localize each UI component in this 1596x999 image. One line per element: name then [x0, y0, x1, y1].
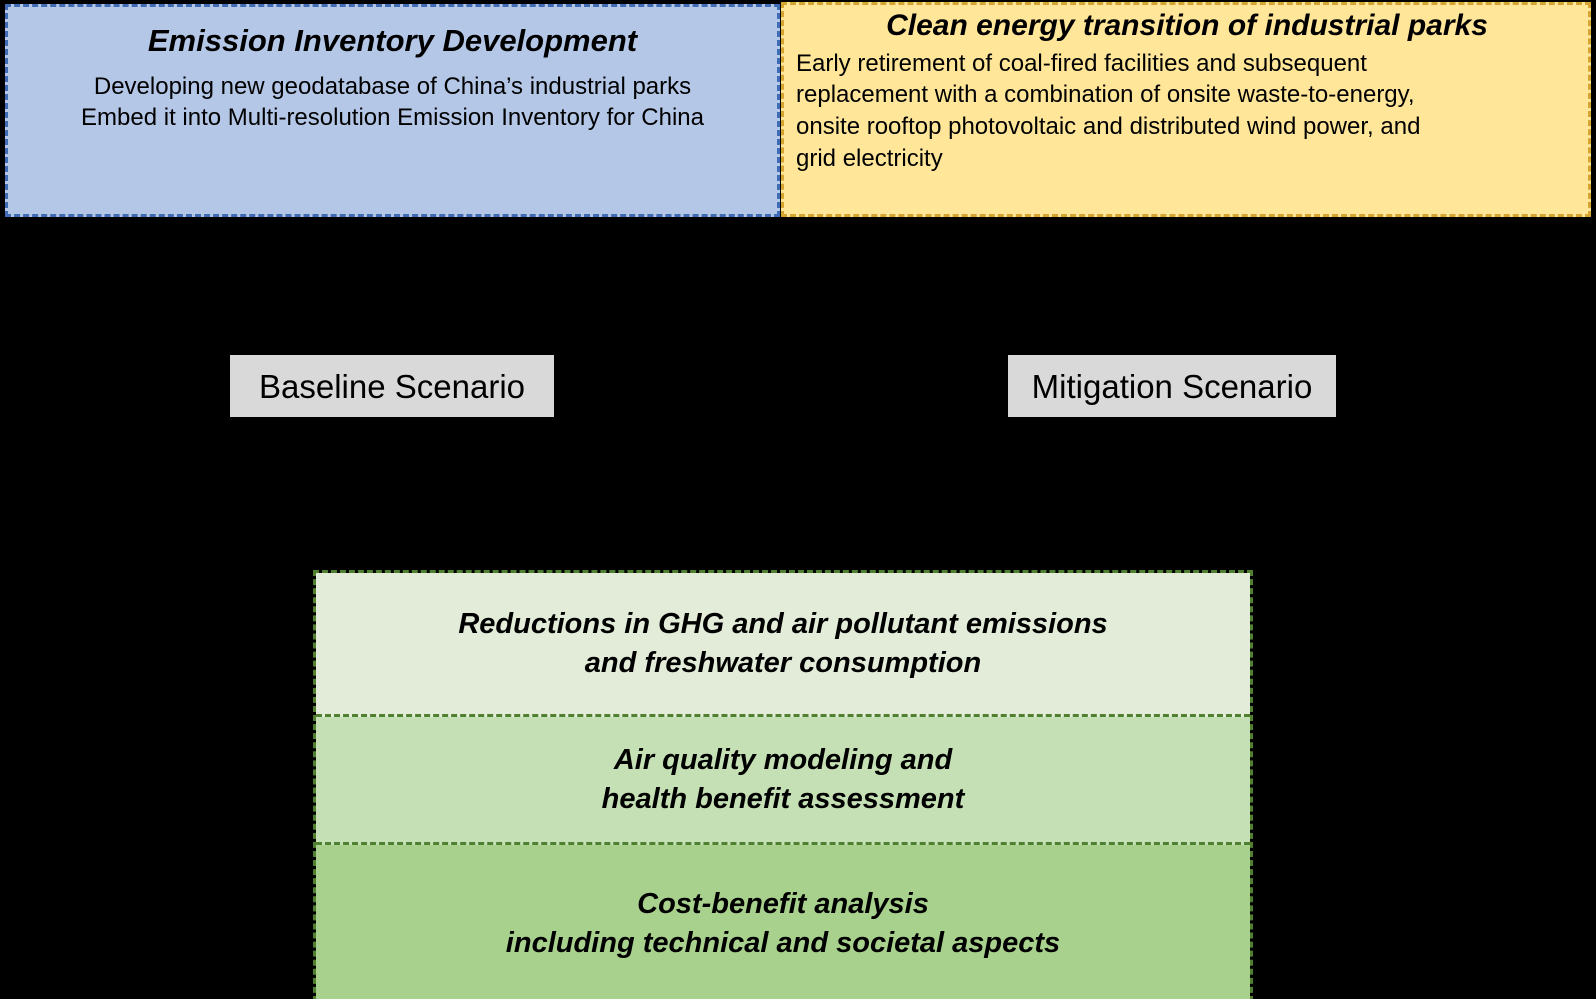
baseline-scenario-label: Baseline Scenario [259, 367, 525, 405]
outcome-emissions-line-1: Reductions in GHG and air pollutant emis… [458, 608, 1108, 641]
outcome-cost-benefit-line-2: including technical and societal aspects [505, 926, 1061, 959]
outcome-row-cost-benefit: Cost-benefit analysis including technica… [316, 845, 1250, 999]
outcome-row-emissions: Reductions in GHG and air pollutant emis… [316, 573, 1250, 717]
clean-energy-line-1: Early retirement of coal-fired facilitie… [796, 49, 1367, 77]
emission-inventory-line-2: Embed it into Multi-resolution Emission … [81, 104, 704, 132]
baseline-scenario-box: Baseline Scenario [230, 355, 554, 417]
clean-energy-line-3: onsite rooftop photovoltaic and distribu… [796, 112, 1421, 140]
outcome-row-air-quality: Air quality modeling and health benefit … [316, 717, 1250, 845]
outcomes-panel: Reductions in GHG and air pollutant emis… [313, 570, 1253, 999]
outcome-air-quality-line-2: health benefit assessment [601, 782, 965, 815]
clean-energy-body: Early retirement of coal-fired facilitie… [796, 48, 1578, 175]
mitigation-scenario-label: Mitigation Scenario [1031, 367, 1313, 405]
emission-inventory-title: Emission Inventory Development [147, 23, 638, 58]
clean-energy-panel: Clean energy transition of industrial pa… [781, 2, 1591, 217]
mitigation-scenario-box: Mitigation Scenario [1008, 355, 1336, 417]
outcome-emissions-line-2: and freshwater consumption [584, 646, 982, 679]
clean-energy-line-2: replacement with a combination of onsite… [796, 81, 1415, 109]
emission-inventory-panel: Emission Inventory Development Developin… [5, 4, 780, 217]
outcome-air-quality-line-1: Air quality modeling and [613, 744, 953, 777]
outcome-air-quality-text: Air quality modeling and health benefit … [582, 741, 985, 818]
clean-energy-title: Clean energy transition of industrial pa… [886, 9, 1488, 42]
outcome-cost-benefit-text: Cost-benefit analysis including technica… [486, 885, 1080, 962]
emission-inventory-body: Developing new geodatabase of China’s in… [16, 71, 769, 134]
clean-energy-line-4: grid electricity [796, 144, 943, 172]
outcome-cost-benefit-line-1: Cost-benefit analysis [637, 888, 929, 921]
outcome-emissions-text: Reductions in GHG and air pollutant emis… [438, 605, 1127, 682]
emission-inventory-line-1: Developing new geodatabase of China’s in… [93, 72, 692, 100]
